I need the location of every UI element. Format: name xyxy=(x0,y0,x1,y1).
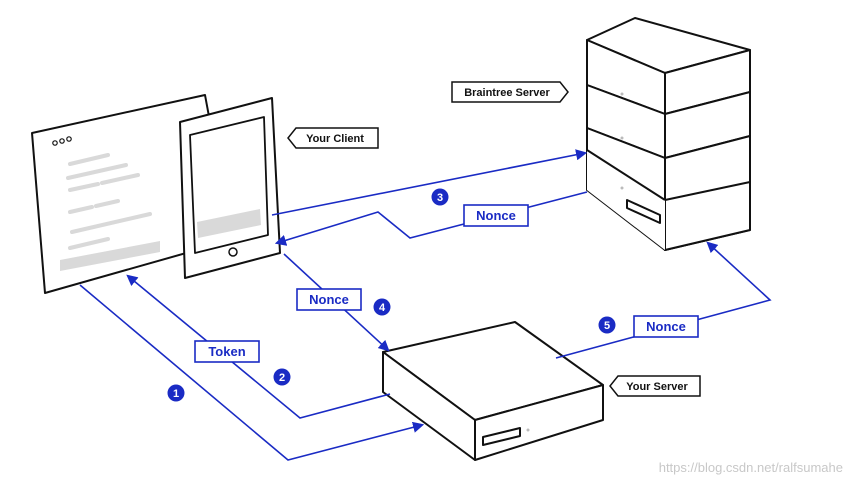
nonce-label-5: Nonce xyxy=(633,315,699,338)
window-dot-icon xyxy=(66,136,72,142)
server-unit-3 xyxy=(586,127,751,251)
braintree-server-stack xyxy=(586,17,751,251)
step-badge-5: 5 xyxy=(598,316,616,334)
watermark-text: https://blog.csdn.net/ralfsumahe xyxy=(659,460,843,475)
step-number-3: 3 xyxy=(437,192,443,204)
step-number-2: 2 xyxy=(279,372,285,384)
step-badge-2: 2 xyxy=(273,368,291,386)
your-server-label: Your Server xyxy=(626,381,688,393)
nonce-text-5: Nonce xyxy=(646,319,686,334)
nonce-label-3: Nonce xyxy=(463,204,529,227)
nonce-label-4: Nonce xyxy=(296,288,362,311)
step-number-5: 5 xyxy=(604,320,610,332)
arrow-step-1 xyxy=(79,284,425,461)
placeholder-button xyxy=(60,241,160,271)
placeholder-text-lines xyxy=(66,153,152,250)
your-server-callout: Your Server xyxy=(609,375,701,397)
step-badge-1: 1 xyxy=(167,384,185,402)
arrow-step-5 xyxy=(555,241,772,359)
arrow-client-to-braintree xyxy=(271,149,588,216)
window-dot-icon xyxy=(52,140,58,146)
arrow-step-2 xyxy=(126,274,391,419)
step-number-4: 4 xyxy=(379,302,386,314)
braintree-server-callout: Braintree Server xyxy=(451,81,569,103)
phone-placeholder-bar xyxy=(197,209,261,238)
token-label: Token xyxy=(194,340,260,363)
drive-slot xyxy=(482,427,521,446)
your-server-box xyxy=(382,321,604,461)
token-text: Token xyxy=(208,344,245,359)
home-button-icon xyxy=(228,247,238,257)
your-client-label: Your Client xyxy=(306,133,364,145)
braintree-server-label: Braintree Server xyxy=(464,87,550,99)
your-client-callout: Your Client xyxy=(287,127,379,149)
step-badge-3: 3 xyxy=(431,188,449,206)
nonce-text-3: Nonce xyxy=(476,208,516,223)
phone-device xyxy=(179,97,281,279)
window-dot-icon xyxy=(59,138,65,144)
step-badge-4: 4 xyxy=(373,298,391,316)
nonce-text-4: Nonce xyxy=(309,292,349,307)
step-number-1: 1 xyxy=(173,388,179,400)
